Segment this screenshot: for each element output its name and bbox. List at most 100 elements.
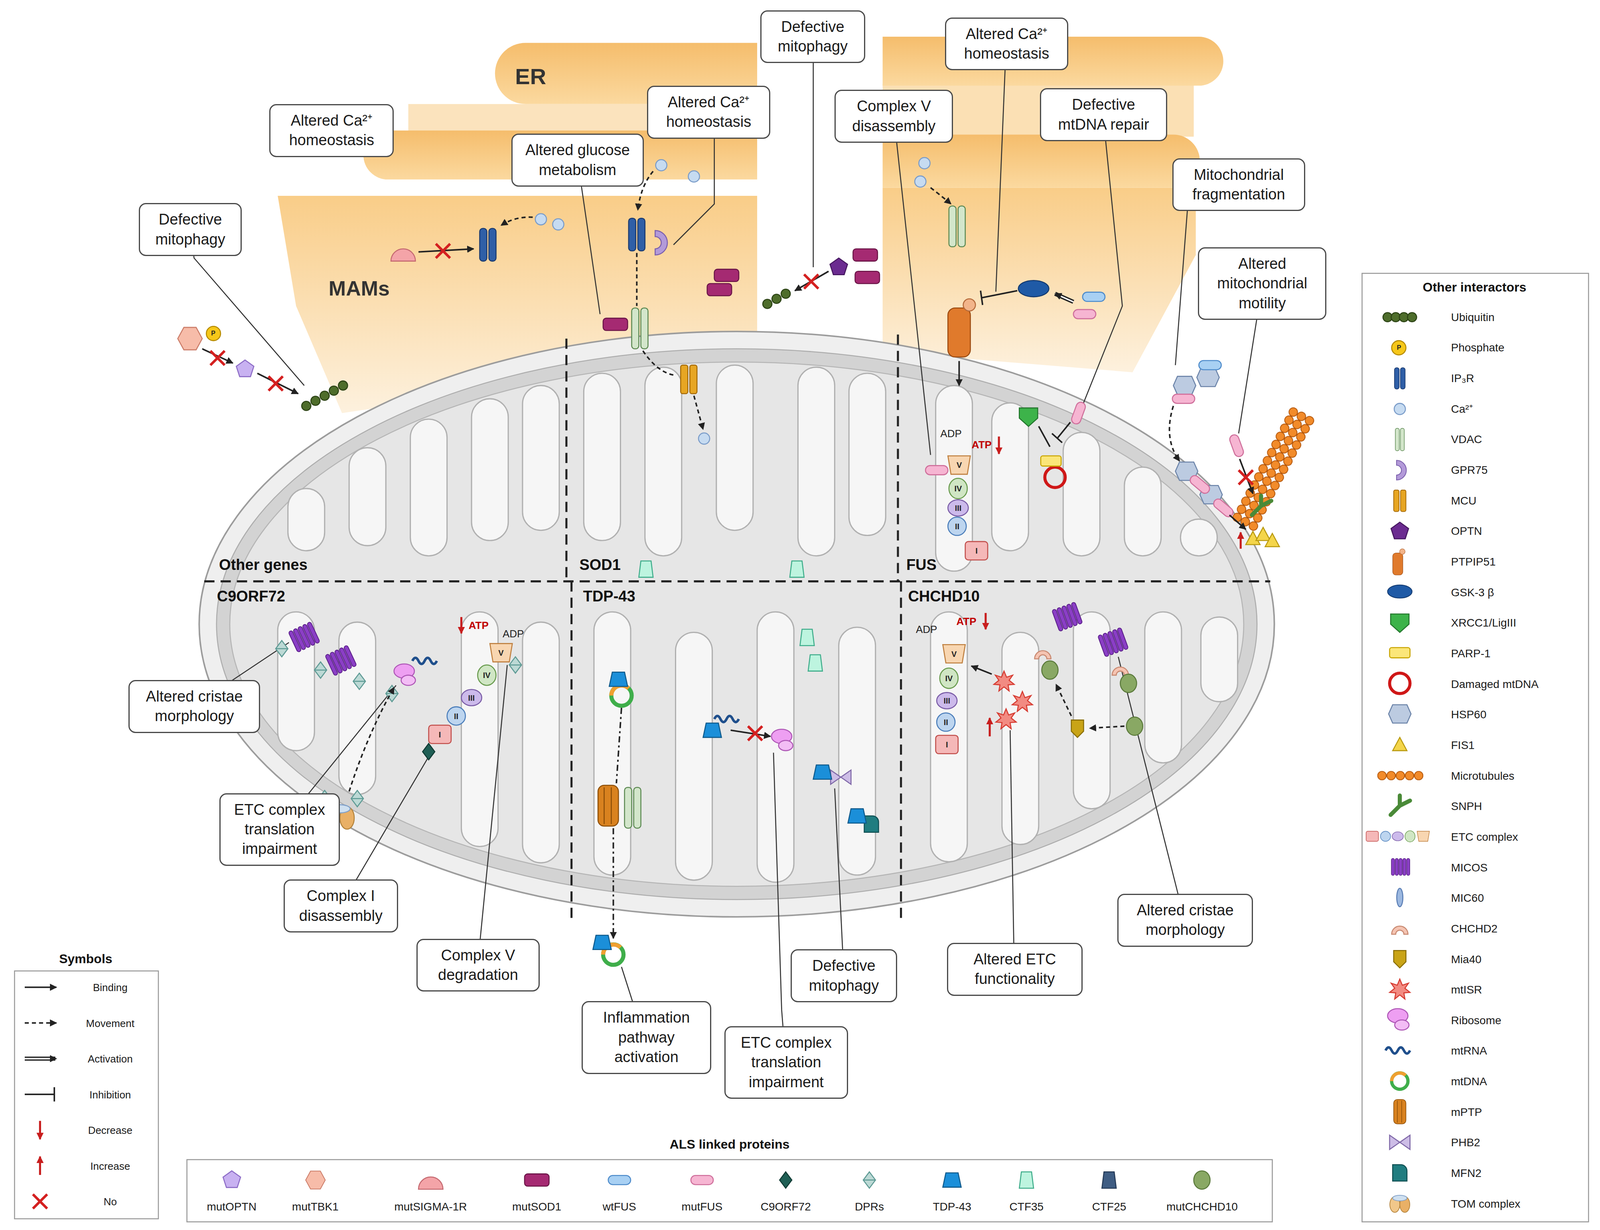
- complex-numeral: IV: [483, 670, 491, 680]
- calcium-icon: [698, 433, 710, 445]
- increase-arrow: [1239, 532, 1242, 549]
- legend-text: Microtubules: [1451, 769, 1515, 782]
- callout-box: Altered mitochondrial motility: [1197, 247, 1327, 320]
- divider-line: [896, 334, 899, 582]
- ubiquitin-icon: [310, 396, 320, 406]
- legend-icon: [779, 1171, 792, 1189]
- gene-label: SOD1: [579, 556, 621, 574]
- mcu-icon: [680, 364, 697, 394]
- calcium-icon: [918, 157, 930, 169]
- legend-icon: [1396, 888, 1403, 907]
- legend-entry: OPTN: [1451, 525, 1483, 538]
- legend-icon: [1393, 490, 1407, 512]
- legend-entry: CHCHD2: [1451, 922, 1498, 936]
- legend-entry: Increase: [90, 1160, 131, 1173]
- legend-heading: ALS linked proteins: [669, 1138, 790, 1153]
- legend-entry: ETC complex: [1451, 830, 1519, 844]
- tdp43-icon: [813, 765, 832, 780]
- legend-icon: [1388, 704, 1411, 724]
- gsk3b-icon: [1018, 280, 1050, 297]
- mutFUS-icon: [1228, 433, 1245, 458]
- mutFUS-icon: [1070, 400, 1087, 426]
- legend-text: Ribosome: [1451, 1014, 1502, 1027]
- crista: [716, 364, 754, 531]
- legend-entry: Ubiquitin: [1451, 311, 1495, 324]
- complex-numeral: I: [975, 546, 978, 556]
- legend-icon: [1377, 771, 1424, 781]
- phosphate-icon: [206, 326, 221, 341]
- callout-text: Defective mtDNA repair: [1045, 94, 1162, 135]
- legend-text: SNPH: [1451, 800, 1483, 813]
- crista: [848, 373, 886, 536]
- mtisr-icon: [995, 708, 1017, 729]
- binding-arrow: [202, 349, 233, 364]
- mtisr-icon: [993, 671, 1015, 692]
- legend-entry: mtRNA: [1451, 1045, 1488, 1058]
- crista: [838, 627, 876, 876]
- callout-box: Complex V degradation: [416, 939, 541, 993]
- legend-entry: PARP-1: [1451, 647, 1491, 660]
- optn-icon: [830, 258, 848, 275]
- legend-text: Damaged mtDNA: [1451, 677, 1539, 691]
- legend-symbol: [24, 1087, 55, 1102]
- callout-box: ETC complex translation impairment: [724, 1026, 849, 1099]
- mutFUS-icon: [1172, 394, 1195, 404]
- legend-icon: [1389, 1135, 1411, 1150]
- hsp60-icon: [1196, 368, 1220, 387]
- legend-text: Inhibition: [89, 1088, 131, 1101]
- complex-numeral: I: [945, 740, 949, 750]
- legend-text: ETC complex: [1451, 830, 1519, 843]
- legend-icon: [1389, 979, 1411, 1000]
- etc-complex-iii: [461, 689, 482, 707]
- leader-line: [1010, 730, 1015, 969]
- legend-entry: TDP-43: [932, 1201, 971, 1214]
- ctf35-icon: [789, 560, 805, 578]
- legend-entry: C9ORF72: [760, 1201, 811, 1214]
- crista: [645, 367, 682, 557]
- micos-icon: [1051, 601, 1083, 632]
- wtFUS-icon: [1198, 360, 1222, 370]
- legend-icon: [1394, 367, 1406, 389]
- metabolite-label: ADP: [502, 627, 524, 640]
- crista: [410, 419, 448, 557]
- legend-icon: [1392, 832, 1404, 842]
- ctf35-icon: [638, 560, 654, 578]
- callout-box: ETC complex translation impairment: [219, 793, 340, 867]
- phosphate-label: P: [211, 330, 216, 338]
- movement-line: [616, 708, 622, 784]
- legend-text: mutFUS: [681, 1200, 723, 1214]
- callout-box: Mitochondrial fragmentation: [1172, 158, 1306, 212]
- etc-complex-ii: [936, 712, 955, 732]
- legend-entry: MCU: [1451, 494, 1477, 508]
- legend-entry: VDAC: [1451, 433, 1483, 446]
- crista: [471, 398, 509, 541]
- leader-line: [834, 788, 844, 976]
- callout-text: ETC complex translation impairment: [730, 1033, 843, 1093]
- mutTBK1-icon: [177, 327, 203, 350]
- mutFUS-icon: [1073, 309, 1096, 319]
- movement-line: [643, 351, 676, 376]
- legend-text: Increase: [90, 1160, 131, 1173]
- divider-line: [204, 580, 1271, 583]
- dpr-icon: [351, 790, 364, 807]
- no-mark: [1238, 470, 1253, 485]
- mutFUS-icon: [925, 465, 948, 475]
- legend-entry: Decrease: [88, 1124, 133, 1137]
- complex-numeral: IV: [954, 484, 963, 494]
- legend-icon: [1416, 831, 1430, 842]
- legend-text: PHB2: [1451, 1136, 1481, 1149]
- callout-text: ETC complex translation impairment: [225, 800, 334, 860]
- movement-arrow: [930, 187, 951, 205]
- legend-icon: [1393, 950, 1407, 968]
- mutSOD1-icon: [603, 318, 628, 331]
- crista: [349, 447, 386, 546]
- xrcc1-icon: [1019, 408, 1038, 427]
- legend-icon: [1389, 673, 1411, 694]
- legend-text: GSK-3 β: [1451, 585, 1495, 599]
- metabolite-label: ATP: [468, 619, 489, 632]
- legend-icon: [1390, 613, 1409, 633]
- mutFUS-icon: [1188, 473, 1212, 496]
- crista: [1200, 617, 1238, 702]
